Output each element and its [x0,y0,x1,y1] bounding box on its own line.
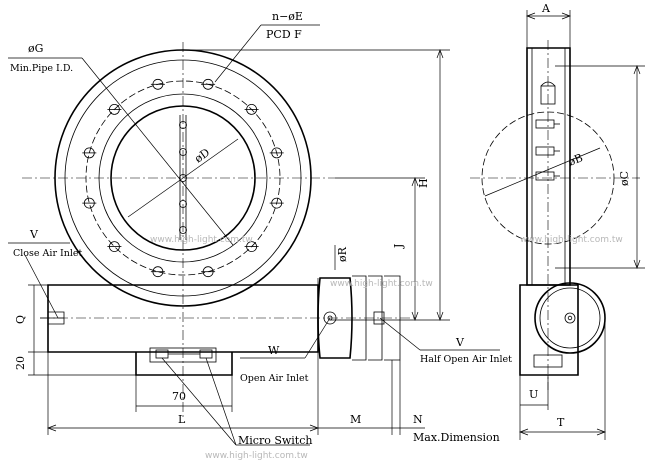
w-leader [304,317,331,359]
m-label: M [350,413,361,426]
n-bolt-label: n−øE [272,10,303,23]
watermark-1: www.high-light.com.tw [150,235,253,245]
dia-b-line [484,147,601,197]
side-bolts [535,119,560,181]
watermark-3: www.high-light.com.tw [520,235,623,245]
t-label: T [557,416,565,429]
seventy-label: 70 [172,390,186,403]
q-label: Q [14,315,27,324]
front-view: øD øG Min.Pipe I.D. n−øE PCD F H J [8,10,450,420]
pcd-label: PCD F [266,28,302,41]
v-right-leader [379,317,421,351]
side-switch [533,354,563,368]
dia-g-label: øG [28,42,43,55]
dia-d-label: øD [192,146,212,166]
max-dimension-label: Max.Dimension [413,431,500,444]
twenty-label: 20 [14,356,27,370]
disc-circle [110,105,256,251]
watermark-2: www.high-light.com.tw [330,279,433,289]
center-screw [323,311,337,325]
micro-switch-label: Micro Switch [238,434,312,447]
side-disc-dashed [481,111,615,245]
l-label: L [178,413,186,426]
side-end-cap [534,282,606,354]
side-body [526,47,571,286]
side-view: A øB øC [470,2,645,440]
half-open-port [373,311,385,325]
half-open-label: Half Open Air Inlet [420,354,512,365]
left-dimensions: V Close Air Inlet Q 20 [8,228,136,376]
dia-c-label: øC [618,171,631,186]
pcd-circle [85,80,281,276]
u-label: U [529,388,538,401]
watermarks: www.high-light.com.tw www.high-light.com… [150,235,623,461]
dia-r-label: øR [336,246,349,262]
a-label: A [541,2,551,15]
min-pipe-label: Min.Pipe I.D. [10,63,73,74]
bolt-holes [82,78,284,278]
dia-d-line [127,138,239,218]
switch-mount [149,347,217,363]
side-actuator-body [519,284,579,376]
stem-top [540,85,556,105]
v-arrow-line [24,254,59,319]
j-label: J [392,244,405,249]
j-arrow-top [411,177,419,187]
dia-g-line [81,57,234,246]
outer-flange-circle [54,49,312,307]
n-label: N [413,413,423,426]
v-left-label: V [29,228,39,241]
open-air-label: Open Air Inlet [240,373,309,384]
pcd-leader-line [214,24,262,83]
dia-b-label: øB [566,151,585,169]
watermark-4: www.high-light.com.tw [205,451,308,461]
v-right-label: V [455,336,465,349]
switch-box [135,352,233,376]
h-arrow-top [436,49,444,59]
close-air-label: Close Air Inlet [13,248,83,259]
plate-2 [368,275,383,361]
w-label: W [268,344,280,357]
flange-inner-edge [64,59,302,297]
plate-1 [352,275,367,361]
h-label: H [417,178,430,188]
shaft-bolts [179,121,187,234]
bore-outer-circle [98,93,268,263]
bottom-dimensions: 70 L M N Max.Dimension W Open Air Inlet … [47,317,512,447]
